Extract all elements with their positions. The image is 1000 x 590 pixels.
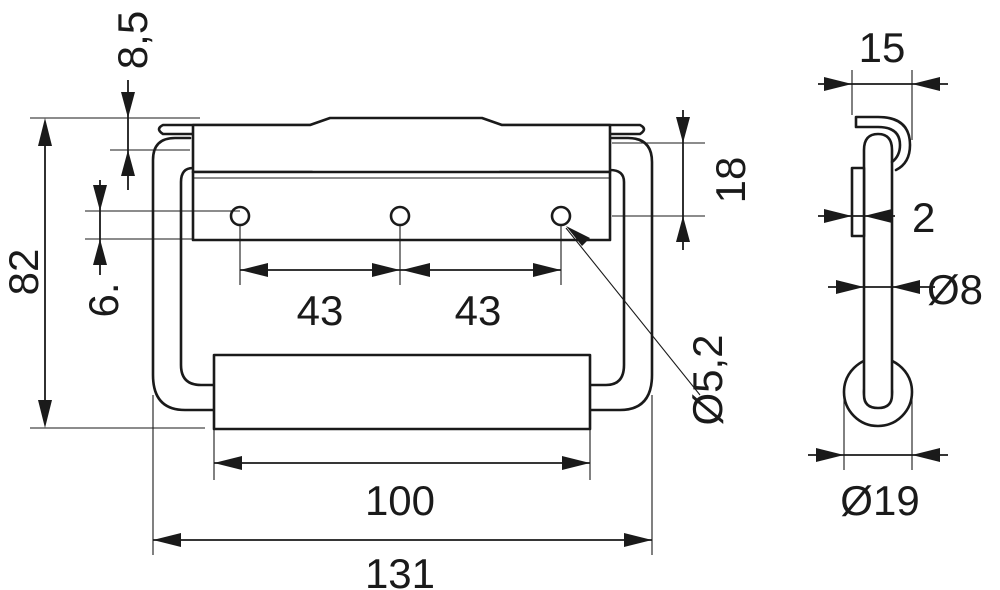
dim-hole-diameter: Ø5,2 <box>684 334 731 425</box>
handle-loop-inner <box>179 166 626 387</box>
dim-grip-length: 100 <box>365 477 435 524</box>
dim-plate-thickness: 2 <box>912 194 935 241</box>
grip-tube <box>212 353 592 431</box>
top-flange <box>157 123 646 136</box>
dim-hole-pitch-right: 43 <box>455 287 502 334</box>
dim-rod-diameter: Ø8 <box>927 266 983 313</box>
side-rod <box>862 132 894 410</box>
side-plate <box>850 166 866 238</box>
front-view <box>151 116 654 431</box>
dim-height: 82 <box>0 249 47 296</box>
dim-plate-height: 18 <box>707 157 754 204</box>
dim-grip-diameter: Ø19 <box>840 477 919 524</box>
dim-top-offset: 8,5 <box>109 11 156 69</box>
dim-hole-offset: 6. <box>80 282 127 317</box>
side-hook <box>854 115 912 172</box>
dim-hole-pitch-left: 43 <box>297 287 344 334</box>
side-view <box>842 115 914 428</box>
handle-loop-outer <box>151 136 654 412</box>
dim-total-width: 131 <box>365 550 435 590</box>
side-dimensions: 15 2 Ø8 Ø19 <box>808 24 983 524</box>
front-dimensions: 82 8,5 6. 18 43 43 Ø5,2 100 <box>0 11 754 590</box>
dim-side-depth: 15 <box>859 24 906 71</box>
